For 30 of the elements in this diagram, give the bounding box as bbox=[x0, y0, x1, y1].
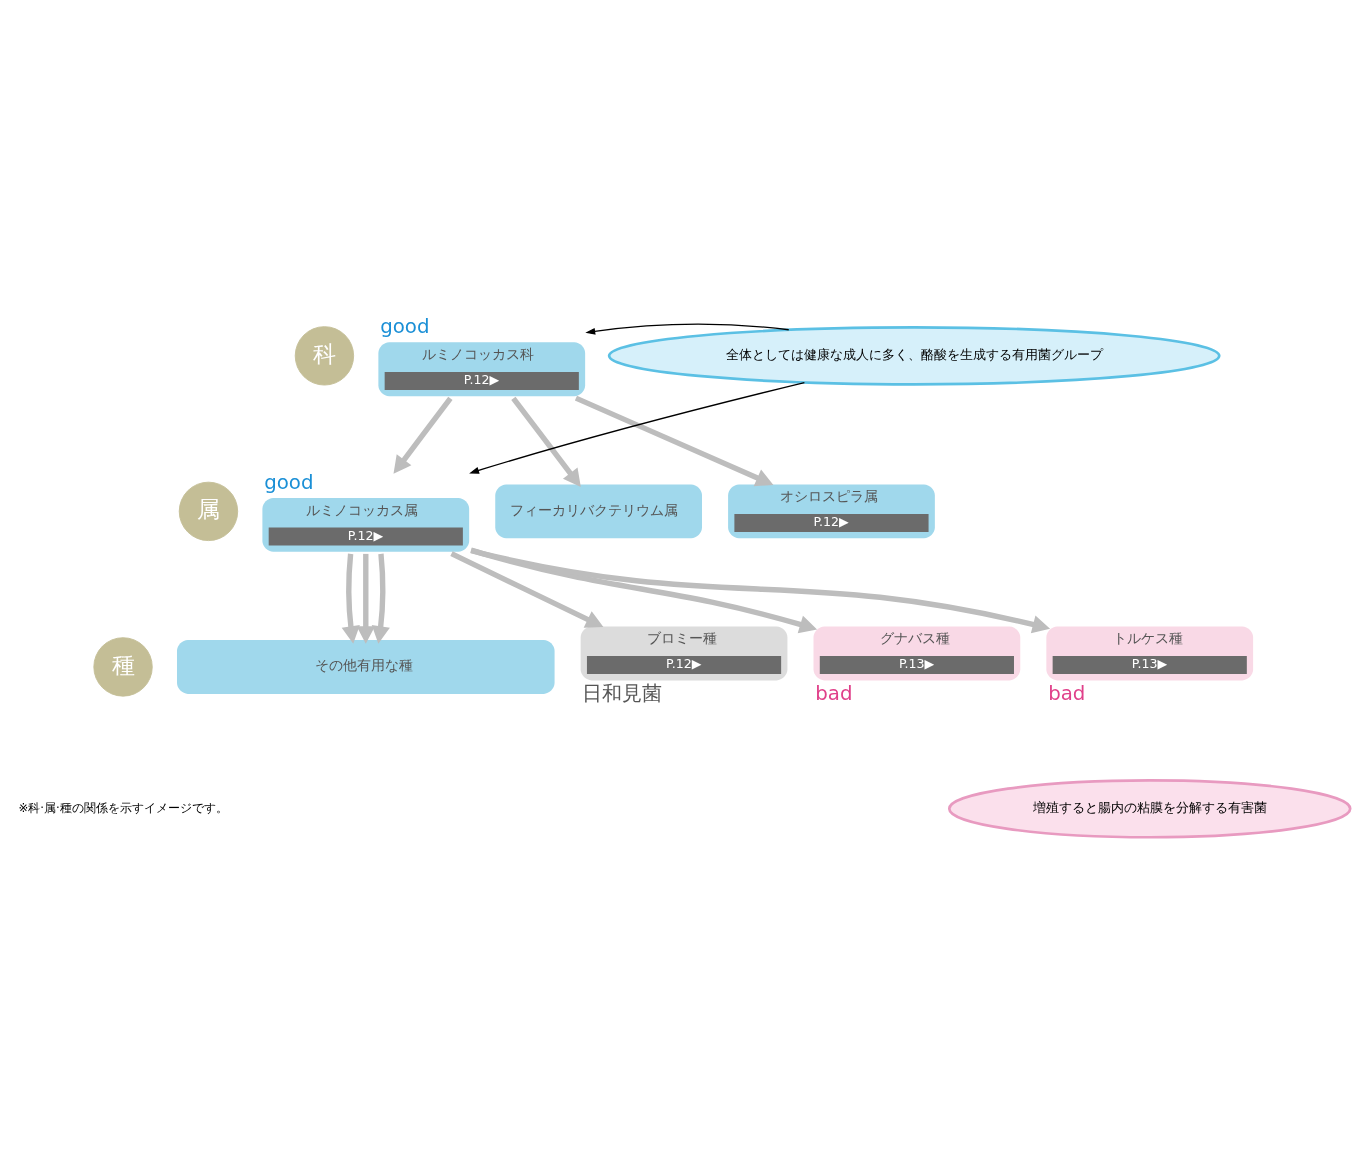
node-box: ルミノコッカス科 P.12▶ bbox=[378, 342, 586, 397]
node-box: オシロスピラ属 P.12▶ bbox=[728, 484, 935, 539]
arrow bbox=[574, 395, 774, 487]
node-box: フィーカリバクテリウム属 bbox=[495, 484, 702, 539]
arrow bbox=[371, 553, 390, 644]
node-label: good bbox=[264, 470, 314, 494]
arrow bbox=[585, 323, 790, 335]
arrow bbox=[393, 396, 453, 474]
node-label: bad bbox=[1048, 681, 1086, 705]
arrow bbox=[450, 551, 604, 628]
node-circle: 属 bbox=[178, 481, 239, 542]
label: ※科·属·種の関係を示すイメージです。 bbox=[18, 800, 228, 815]
node-box: ルミノコッカス属 P.12▶ bbox=[262, 497, 470, 552]
node-box: その他有用な種 bbox=[177, 639, 555, 694]
node-box: トルケス種 P.13▶ bbox=[1046, 626, 1254, 681]
arrow bbox=[470, 547, 818, 634]
node-label: 日和見菌 bbox=[582, 681, 663, 705]
arrow bbox=[470, 548, 1051, 634]
arrow bbox=[356, 553, 375, 644]
node-label: good bbox=[380, 315, 430, 339]
node-circle: 科 bbox=[294, 326, 355, 386]
arrow bbox=[341, 553, 360, 644]
node-box: ブロミー種 P.12▶ bbox=[580, 626, 788, 681]
arrow bbox=[469, 381, 806, 474]
node-ellipse: 増殖すると腸内の粘膜を分解する有害菌 bbox=[947, 779, 1352, 839]
node-circle: 種 bbox=[93, 637, 153, 697]
node-ellipse: 全体としては健康な成人に多く、酪酸を生成する有用菌グループ bbox=[607, 326, 1221, 386]
node-label: bad bbox=[815, 681, 853, 705]
node-box: グナバス種 P.13▶ bbox=[813, 626, 1021, 681]
arrow bbox=[511, 396, 581, 488]
